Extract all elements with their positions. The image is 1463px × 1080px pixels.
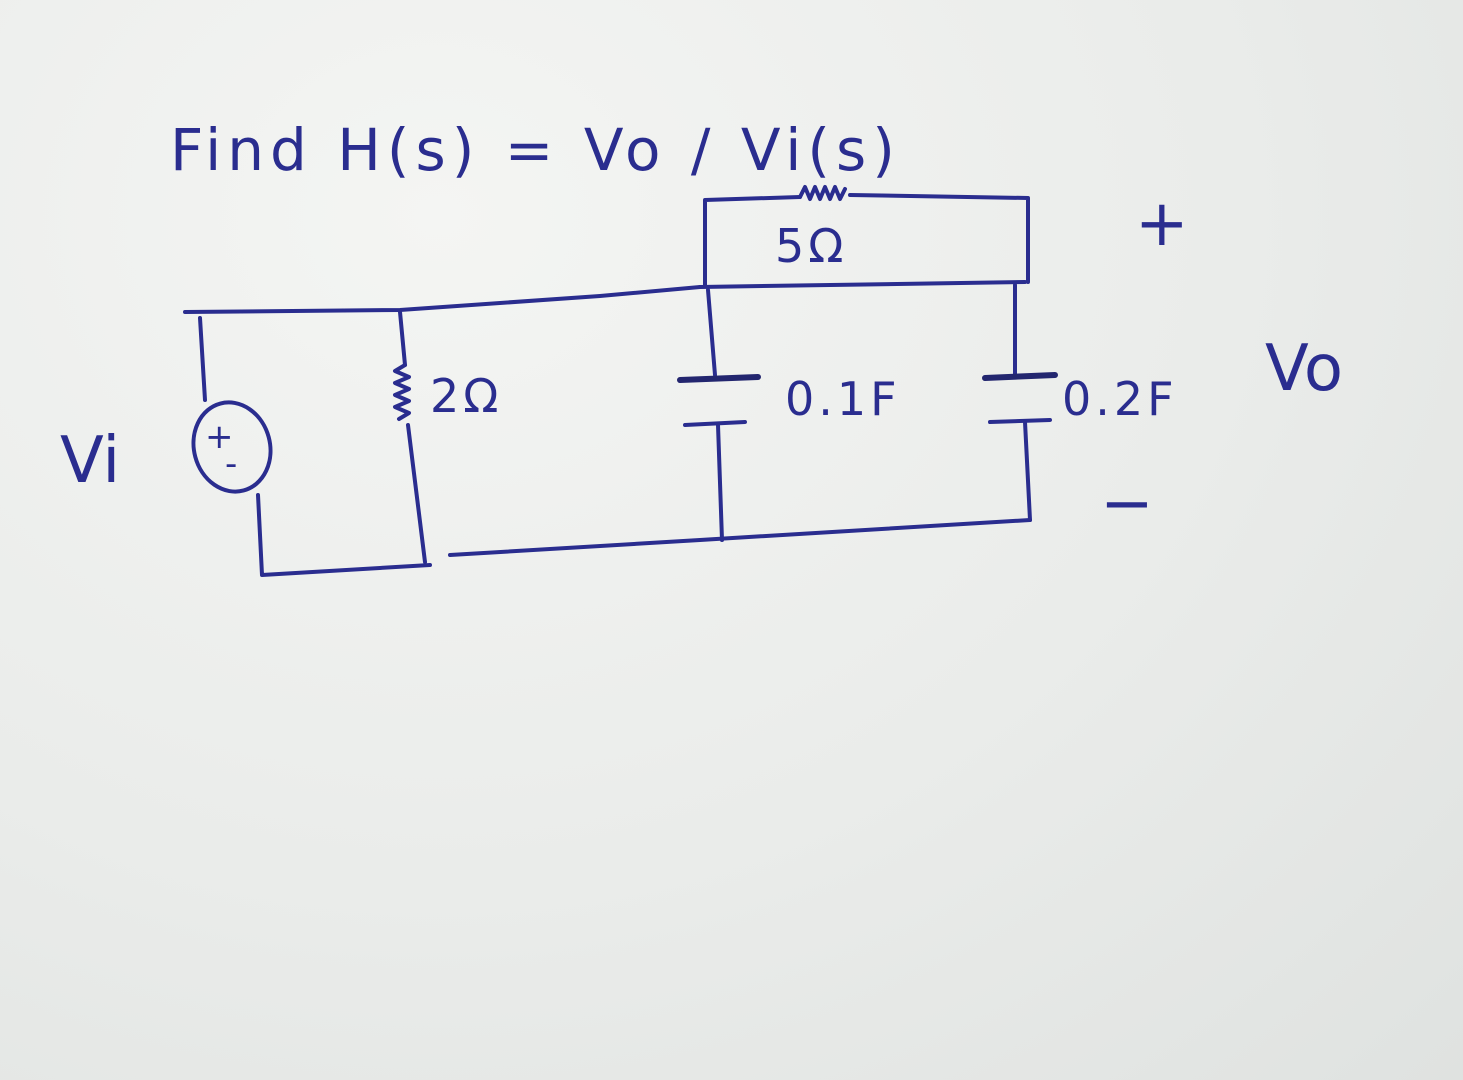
output-label: Vo bbox=[1265, 332, 1343, 406]
r-series-label: 5Ω bbox=[775, 219, 847, 273]
r-shunt-bottom-lead bbox=[406, 423, 427, 564]
bottom-wire bbox=[448, 518, 1032, 557]
source-top-lead bbox=[198, 316, 207, 402]
c2-plate-bottom bbox=[988, 418, 1052, 424]
r-shunt-zigzag bbox=[393, 363, 411, 421]
r-shunt-top-lead bbox=[398, 310, 407, 367]
r-series-right-lead bbox=[848, 193, 1030, 284]
r-series-zigzag bbox=[798, 185, 847, 201]
c1-top-lead bbox=[706, 288, 717, 377]
problem-title: Find H(s) = Vo / Vi(s) bbox=[170, 116, 901, 184]
c1-bottom-lead bbox=[716, 423, 724, 542]
r-series-left-lead bbox=[703, 195, 802, 287]
c2-label: 0.2F bbox=[1062, 372, 1178, 426]
source-bottom-lead bbox=[256, 493, 432, 577]
voltage-source bbox=[191, 400, 273, 494]
source-minus-sign: - bbox=[225, 444, 237, 484]
source-plus-sign: + bbox=[205, 417, 234, 457]
output-minus: − bbox=[1100, 467, 1154, 541]
top-wire-right bbox=[698, 280, 1027, 289]
c2-bottom-lead bbox=[1023, 420, 1032, 522]
c1-label: 0.1F bbox=[785, 372, 901, 426]
c1-plate-bottom bbox=[683, 420, 747, 427]
top-wire-left bbox=[183, 285, 702, 314]
source-label: Vi bbox=[60, 424, 120, 498]
r-shunt-label: 2Ω bbox=[430, 369, 502, 423]
c2-plate-top bbox=[982, 372, 1058, 381]
c1-plate-top bbox=[677, 374, 761, 383]
output-plus: + bbox=[1135, 187, 1189, 261]
